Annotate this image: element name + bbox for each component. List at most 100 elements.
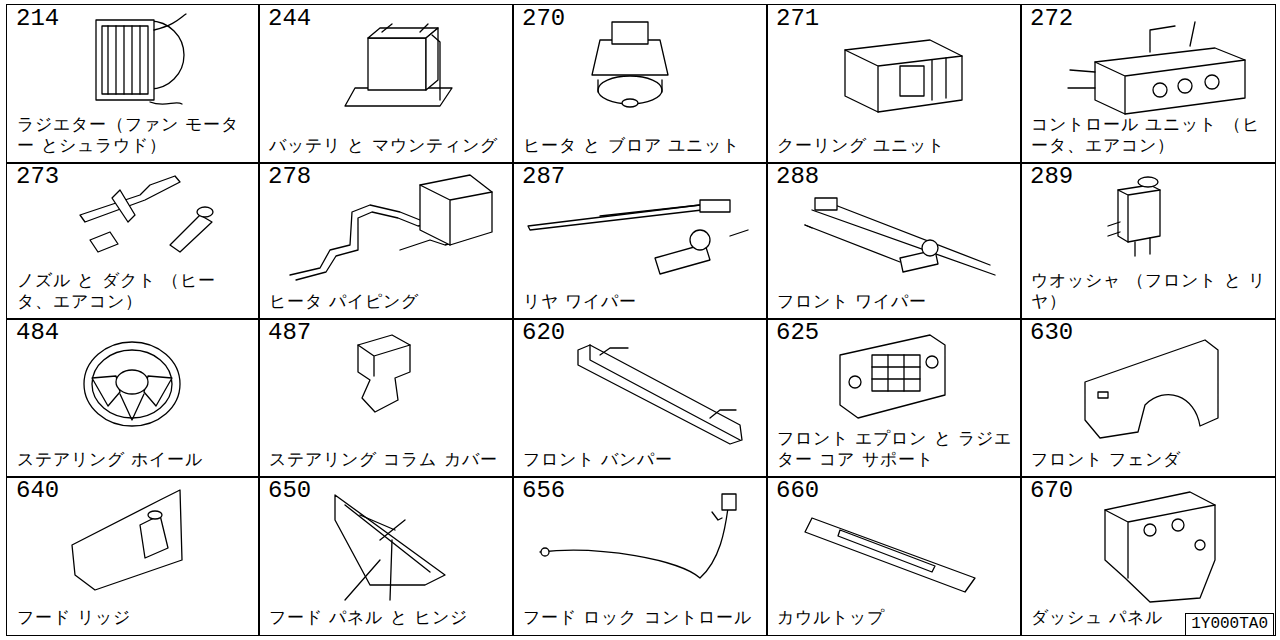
cooling-unit-drawing [932, 58, 946, 100]
callout-number: 288 [776, 164, 819, 190]
hood-ledge-drawing [72, 490, 182, 590]
part-cell: 620フロント バンパー [512, 318, 768, 478]
part-cell: 288フロント ワイパー [766, 162, 1022, 320]
front-apron-drawing [872, 355, 920, 391]
rear-wiper-drawing [730, 230, 748, 236]
heater-blower-drawing [612, 22, 648, 44]
heater-blower-drawing [598, 80, 662, 92]
hood-ledge-drawing [148, 511, 162, 519]
front-apron-drawing [926, 356, 938, 368]
radiator-drawing [150, 102, 182, 104]
front-apron-drawing [840, 335, 945, 418]
steering-wheel-drawing [84, 342, 180, 426]
radiator-drawing [123, 26, 124, 94]
heater-blower-drawing [622, 99, 638, 107]
washer-drawing [1118, 190, 1160, 242]
hood-lock-cable-drawing [541, 548, 549, 556]
front-apron-drawing [872, 355, 920, 391]
cowl-top-drawing [805, 518, 975, 592]
hood-panel-drawing [335, 495, 445, 600]
hood-panel-drawing [335, 495, 445, 585]
radiator-drawing [96, 20, 154, 100]
front-bumper-drawing [590, 345, 740, 440]
control-unit-drawing [1095, 48, 1245, 114]
cooling-unit-drawing [845, 40, 962, 112]
steering-wheel-drawing [116, 370, 148, 394]
part-name: バッテリ と マウンティング [269, 135, 505, 156]
cowl-top-drawing [838, 530, 935, 572]
radiator-drawing [102, 26, 148, 94]
rear-wiper-drawing [528, 200, 748, 274]
nozzle-duct-drawing [80, 176, 213, 252]
control-unit-drawing [1178, 79, 1192, 93]
cooling-unit-drawing [845, 40, 962, 112]
dash-panel-drawing [1144, 524, 1156, 536]
callout-number: 640 [16, 478, 59, 504]
dash-panel-drawing [1195, 540, 1205, 550]
front-fender-drawing [1085, 340, 1218, 438]
rear-wiper-drawing [700, 200, 730, 212]
hood-lock-cable-drawing [722, 494, 736, 510]
nozzle-duct-drawing [112, 190, 135, 222]
callout-number: 656 [522, 478, 565, 504]
control-unit-drawing [1205, 75, 1219, 89]
cooling-unit-drawing [845, 50, 962, 112]
control-unit-drawing [1068, 22, 1245, 114]
radiator-drawing [107, 26, 108, 94]
nozzle-duct-drawing [90, 232, 118, 252]
callout-number: 244 [268, 6, 311, 32]
callout-number: 670 [1030, 478, 1073, 504]
part-name: ステアリング ホイール [17, 449, 251, 470]
control-unit-drawing [1153, 83, 1167, 97]
part-name: ステアリング コラム カバー [269, 449, 505, 470]
cooling-unit-drawing [900, 66, 924, 96]
front-wiper-drawing [922, 240, 938, 256]
part-cell: 625フロント エプロン と ラジエター コア サポート [766, 318, 1022, 478]
column-cover-drawing [358, 345, 410, 376]
part-cell: 272コントロール ユニット （ヒータ、エアコン） [1020, 4, 1276, 164]
front-bumper-drawing [578, 345, 742, 444]
hood-panel-drawing [345, 505, 430, 572]
hood-lock-cable-drawing [712, 512, 722, 520]
heater-blower-drawing [592, 40, 668, 75]
part-name: コントロール ユニット （ヒータ、エアコン） [1031, 114, 1267, 157]
part-name: ラジエター（ファン モーター とシュラウド） [17, 114, 251, 157]
nozzle-duct-drawing [80, 176, 180, 222]
part-name: カウルトップ [777, 607, 1013, 628]
callout-number: 487 [268, 320, 311, 346]
washer-drawing [1138, 177, 1158, 187]
washer-drawing [1118, 185, 1160, 242]
callout-number: 289 [1030, 164, 1073, 190]
front-apron-drawing [849, 376, 861, 388]
part-name: ウオッシャ （フロント と リヤ） [1031, 270, 1267, 313]
hood-ledge-drawing [72, 490, 182, 590]
radiator-drawing [154, 14, 186, 30]
heater-piping-drawing [420, 185, 492, 245]
battery-drawing [382, 24, 440, 100]
part-cell: 287リヤ ワイパー [512, 162, 768, 320]
front-apron-drawing [840, 335, 945, 418]
rear-wiper-drawing [528, 205, 702, 230]
steering-wheel-drawing [92, 350, 172, 418]
callout-number: 214 [16, 6, 59, 32]
part-name: クーリング ユニット [777, 135, 1013, 156]
heater-blower-drawing [592, 22, 668, 107]
washer-drawing [1108, 222, 1150, 256]
part-cell: 650フード パネル と ヒンジ [258, 476, 514, 636]
part-cell: 244 バッテリ と マウンティング [258, 4, 514, 164]
callout-number: 271 [776, 6, 819, 32]
part-cell: 270ヒータ と ブロア ユニット [512, 4, 768, 164]
part-cell: 278ヒータ パイピング [258, 162, 514, 320]
part-name: フロント フェンダ [1031, 449, 1267, 470]
part-name: ノズル と ダクト （ヒータ、エアコン） [17, 270, 251, 313]
part-name: フード ロック コントロール [523, 607, 759, 628]
part-cell: 289 ウオッシャ （フロント と リヤ） [1020, 162, 1276, 320]
callout-number: 630 [1030, 320, 1073, 346]
part-name: フード パネル と ヒンジ [269, 607, 505, 628]
part-cell: 660カウルトップ [766, 476, 1022, 636]
callout-number: 270 [522, 6, 565, 32]
radiator-drawing [96, 14, 186, 104]
hood-lock-cable-drawing [540, 494, 736, 578]
callout-number: 273 [16, 164, 59, 190]
